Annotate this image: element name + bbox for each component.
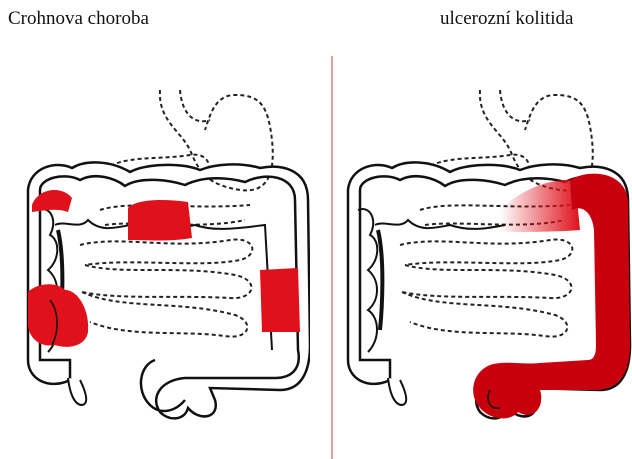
inflammation-patch-cecum [28,284,88,347]
panel-divider [331,56,333,459]
crohn-title: Crohnova choroba [8,8,149,30]
inflammation-patch-descending [260,268,300,332]
appendix [388,378,406,405]
crohn-intestine-illustration [10,60,310,430]
inflammation-fade-transverse [500,180,580,232]
appendix [68,378,86,405]
cecum-shadow [378,230,382,330]
colitis-title: ulcerozní kolitida [440,8,573,30]
esophagus-outline [180,90,210,121]
colitis-intestine-illustration [340,60,632,430]
esophagus-outline [500,90,530,121]
inflammation-patch-transverse [128,200,192,241]
